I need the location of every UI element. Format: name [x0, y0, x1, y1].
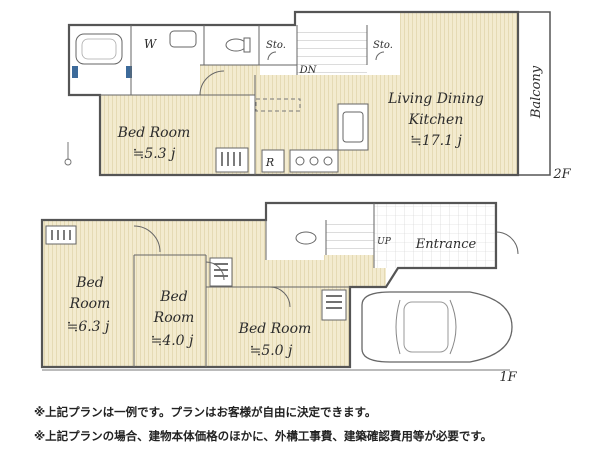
bedroom-left-name-2: Room — [69, 296, 111, 312]
bedroom-left-size: ≒6.3 j — [67, 319, 110, 335]
storage-right-label: Sto. — [373, 40, 393, 51]
bedroom-right-name: Bed Room — [238, 321, 312, 337]
bedroom-middle-name-2: Room — [153, 310, 195, 326]
floor-2f — [64, 10, 551, 177]
balcony — [517, 11, 551, 176]
bedroom-right-size: ≒5.0 j — [250, 343, 293, 359]
bedroom-middle-size: ≒4.0 j — [151, 333, 194, 349]
storage-right — [367, 25, 399, 65]
ldk — [400, 12, 518, 175]
wardrobe-label: W — [144, 37, 158, 51]
floor-2f-label: 2F — [552, 167, 571, 182]
entrance — [374, 203, 496, 268]
ldk-name-2: Kitchen — [408, 112, 464, 128]
car-icon — [361, 291, 513, 363]
toilet-icon — [225, 38, 247, 52]
stair-dn-label: DN — [299, 65, 318, 76]
bedroom-1f-middle — [134, 255, 206, 367]
storage-left-label: Sto. — [266, 40, 286, 51]
balcony-label: Balcony — [529, 65, 544, 119]
ldk-name-1: Living Dining — [387, 91, 484, 107]
bathtub-icon — [75, 33, 123, 65]
note-line-1: ※上記プランは一例です。プランはお客様が自由に決定できます。 — [34, 405, 377, 419]
fridge — [261, 149, 285, 173]
stairs-1f — [326, 220, 374, 255]
bedroom-middle-name-1: Bed — [159, 289, 188, 305]
bedroom-left-name-1: Bed — [75, 275, 104, 291]
bedroom-2f-name: Bed Room — [117, 125, 191, 141]
entrance-label: Entrance — [415, 237, 477, 252]
note-line-2: ※上記プランの場合、建物本体価格のほかに、外構工事費、建築確認費用等が必要です。 — [34, 429, 493, 443]
ldk-size: ≒17.1 j — [410, 133, 462, 149]
stair-up-label: UP — [377, 237, 392, 247]
floor-1f — [40, 201, 519, 371]
bedroom-2f-size: ≒5.3 j — [133, 146, 176, 162]
sink-icon — [169, 30, 197, 48]
stove-icon — [289, 149, 339, 173]
floor-1f-label: 1F — [499, 370, 517, 385]
r-label: R — [265, 156, 274, 169]
stairs-2f — [297, 25, 367, 75]
storage-left — [259, 25, 295, 65]
